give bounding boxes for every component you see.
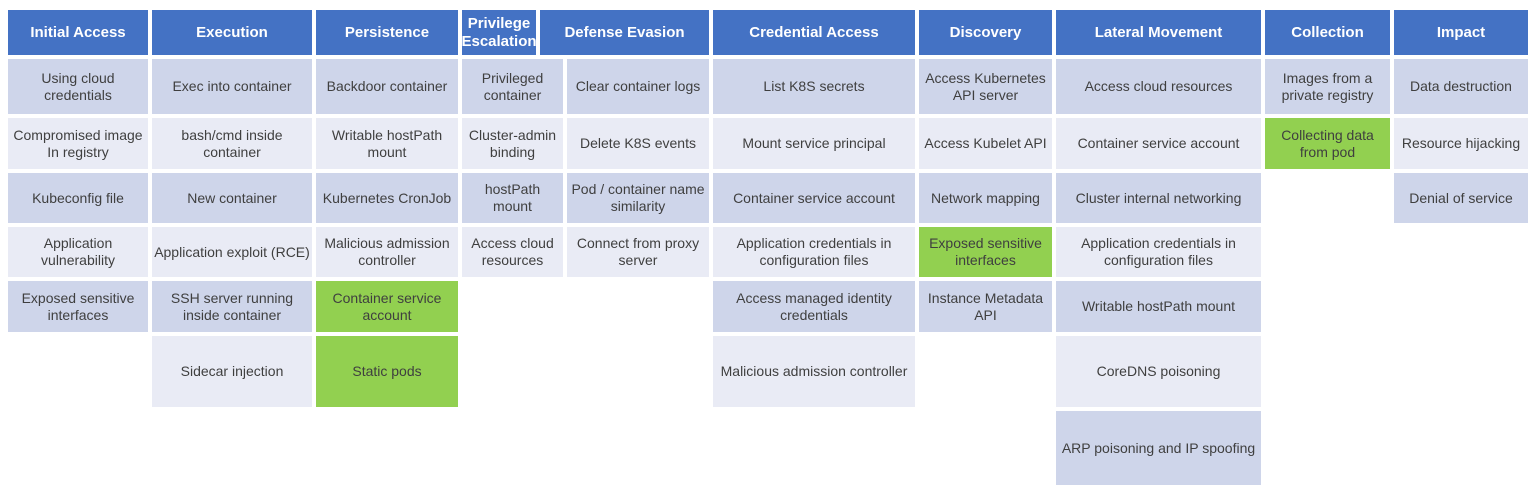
technique-cell-static-pods: Static pods <box>316 336 458 407</box>
technique-cell-exec-into-container: Exec into container <box>152 59 312 114</box>
technique-cell-malicious-admission-controller: Malicious admission controller <box>316 227 458 277</box>
technique-cell-cluster-admin-binding: Cluster-admin binding <box>462 118 563 169</box>
technique-cell-writable-hostpath-mount: Writable hostPath mount <box>316 118 458 169</box>
technique-cell-container-service-account: Container service account <box>316 281 458 332</box>
technique-cell-access-managed-identity-credentials: Access managed identity credentials <box>713 281 915 332</box>
technique-cell-denial-of-service: Denial of service <box>1394 173 1528 223</box>
technique-cell-kubeconfig-file: Kubeconfig file <box>8 173 148 223</box>
technique-cell-network-mapping: Network mapping <box>919 173 1052 223</box>
technique-cell-exposed-sensitive-interfaces: Exposed sensitive interfaces <box>8 281 148 332</box>
technique-cell-data-destruction: Data destruction <box>1394 59 1528 114</box>
column-header-lateral-movement: Lateral Movement <box>1056 10 1261 55</box>
column-header-privilege-escalation: Privilege Escalation <box>461 10 537 55</box>
technique-cell-list-k8s-secrets: List K8S secrets <box>713 59 915 114</box>
column-header-collection: Collection <box>1265 10 1390 55</box>
technique-cell-writable-hostpath-mount: Writable hostPath mount <box>1056 281 1261 332</box>
technique-cell-hostpath-mount: hostPath mount <box>462 173 563 223</box>
technique-cell-clear-container-logs: Clear container logs <box>567 59 709 114</box>
technique-cell-sidecar-injection: Sidecar injection <box>152 336 312 407</box>
technique-cell-application-credentials-in-configuration-files: Application credentials in configuration… <box>713 227 915 277</box>
technique-cell-delete-k8s-events: Delete K8S events <box>567 118 709 169</box>
technique-cell-application-exploit-rce: Application exploit (RCE) <box>152 227 312 277</box>
technique-cell-kubernetes-cronjob: Kubernetes CronJob <box>316 173 458 223</box>
technique-cell-resource-hijacking: Resource hijacking <box>1394 118 1528 169</box>
technique-cell-container-service-account: Container service account <box>1056 118 1261 169</box>
technique-cell-connect-from-proxy-server: Connect from proxy server <box>567 227 709 277</box>
column-header-discovery: Discovery <box>919 10 1052 55</box>
technique-cell-application-credentials-in-configuration-files: Application credentials in configuration… <box>1056 227 1261 277</box>
technique-cell-access-kubelet-api: Access Kubelet API <box>919 118 1052 169</box>
technique-cell-instance-metadata-api: Instance Metadata API <box>919 281 1052 332</box>
technique-cell-images-from-a-private-registry: Images from a private registry <box>1265 59 1390 114</box>
technique-cell-ssh-server-running-inside-container: SSH server running inside container <box>152 281 312 332</box>
technique-cell-compromised-image-in-registry: Compromised image In registry <box>8 118 148 169</box>
technique-cell-coredns-poisoning: CoreDNS poisoning <box>1056 336 1261 407</box>
column-header-defense-evasion: Defense Evasion <box>540 10 709 55</box>
technique-cell-backdoor-container: Backdoor container <box>316 59 458 114</box>
column-header-impact: Impact <box>1394 10 1528 55</box>
technique-cell-new-container: New container <box>152 173 312 223</box>
technique-cell-pod-container-name-similarity: Pod / container name similarity <box>567 173 709 223</box>
technique-cell-privileged-container: Privileged container <box>462 59 563 114</box>
technique-cell-exposed-sensitive-interfaces: Exposed sensitive interfaces <box>919 227 1052 277</box>
technique-cell-mount-service-principal: Mount service principal <box>713 118 915 169</box>
column-header-persistence: Persistence <box>316 10 458 55</box>
column-header-execution: Execution <box>152 10 312 55</box>
technique-cell-cluster-internal-networking: Cluster internal networking <box>1056 173 1261 223</box>
technique-cell-access-cloud-resources: Access cloud resources <box>1056 59 1261 114</box>
technique-cell-malicious-admission-controller: Malicious admission controller <box>713 336 915 407</box>
technique-cell-container-service-account: Container service account <box>713 173 915 223</box>
technique-cell-arp-poisoning-and-ip-spoofing: ARP poisoning and IP spoofing <box>1056 411 1261 485</box>
column-header-initial-access: Initial Access <box>8 10 148 55</box>
technique-cell-access-kubernetes-api-server: Access Kubernetes API server <box>919 59 1052 114</box>
technique-cell-bash-cmd-inside-container: bash/cmd inside container <box>152 118 312 169</box>
technique-cell-access-cloud-resources: Access cloud resources <box>462 227 563 277</box>
technique-cell-collecting-data-from-pod: Collecting data from pod <box>1265 118 1390 169</box>
technique-cell-application-vulnerability: Application vulnerability <box>8 227 148 277</box>
column-header-credential-access: Credential Access <box>713 10 915 55</box>
technique-cell-using-cloud-credentials: Using cloud credentials <box>8 59 148 114</box>
